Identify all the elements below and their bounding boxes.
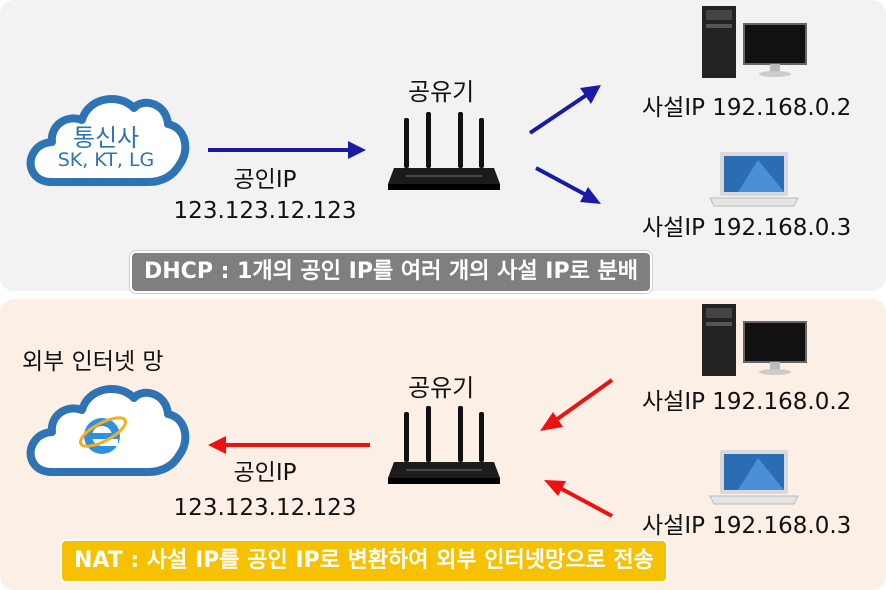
top-device2-label: 사설IP 192.168.0.3 — [642, 215, 852, 241]
cloud-title: 통신사 — [72, 124, 140, 152]
bottom-public-ip-label: 공인IP — [233, 460, 297, 486]
internet-label: 외부 인터넷 망 — [22, 349, 164, 375]
top-router-label: 공유기 — [408, 78, 475, 106]
router-icon — [388, 112, 500, 190]
bottom-router-label: 공유기 — [408, 374, 475, 402]
bottom-public-ip: 123.123.12.123 — [173, 495, 357, 521]
cloud-subtitle: SK, KT, LG — [57, 149, 155, 171]
dhcp-caption: DHCP : 1개의 공인 IP를 여러 개의 사설 IP로 분배 — [130, 251, 652, 293]
arrow-isp-to-router — [208, 141, 366, 159]
top-public-ip: 123.123.12.123 — [173, 198, 357, 224]
laptop-icon — [709, 152, 799, 207]
bottom-device2-label: 사설IP 192.168.0.3 — [642, 513, 852, 539]
arrow-router-to-device1 — [528, 85, 601, 135]
router-icon — [388, 406, 500, 484]
cloud-icon — [26, 95, 190, 186]
top-device1-label: 사설IP 192.168.0.2 — [642, 95, 852, 121]
arrow-router-to-device2 — [535, 166, 601, 204]
laptop-icon — [709, 450, 799, 505]
internet-explorer-icon — [79, 416, 127, 454]
bottom-device1-label: 사설IP 192.168.0.2 — [642, 389, 852, 415]
top-public-ip-label: 공인IP — [233, 167, 297, 193]
nat-caption: NAT : 사설 IP를 공인 IP로 변환하여 외부 인터넷망으로 전송 — [60, 539, 668, 583]
desktop-pc-icon — [702, 6, 807, 78]
desktop-pc-icon — [702, 304, 807, 376]
